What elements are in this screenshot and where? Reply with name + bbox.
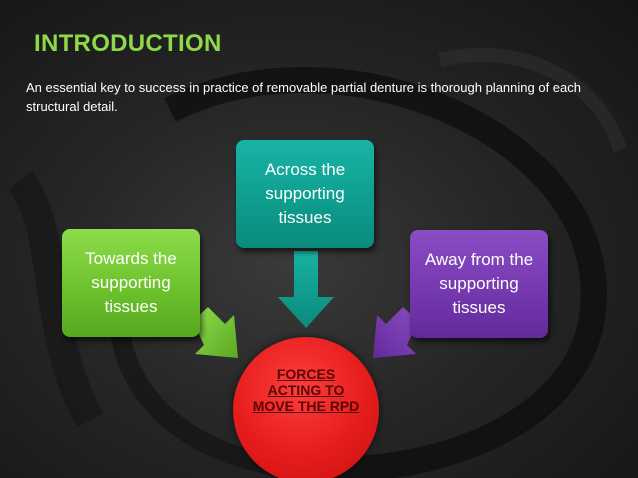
box-towards-supporting-tissues: Towards the supporting tissues [62,229,200,337]
intro-text: An essential key to success in practice … [26,80,581,114]
box-across-supporting-tissues: Across the supporting tissues [236,140,374,248]
box-away-label: Away from the supporting tissues [424,250,534,317]
forces-center-label: FORCES ACTING TO MOVE THE RPD [252,366,360,414]
slide-title: INTRODUCTION [34,30,222,57]
forces-center-circle: FORCES ACTING TO MOVE THE RPD [233,337,379,478]
box-towards-label: Towards the supporting tissues [85,249,177,316]
box-away-from-supporting-tissues: Away from the supporting tissues [410,230,548,338]
box-across-label: Across the supporting tissues [264,160,346,227]
